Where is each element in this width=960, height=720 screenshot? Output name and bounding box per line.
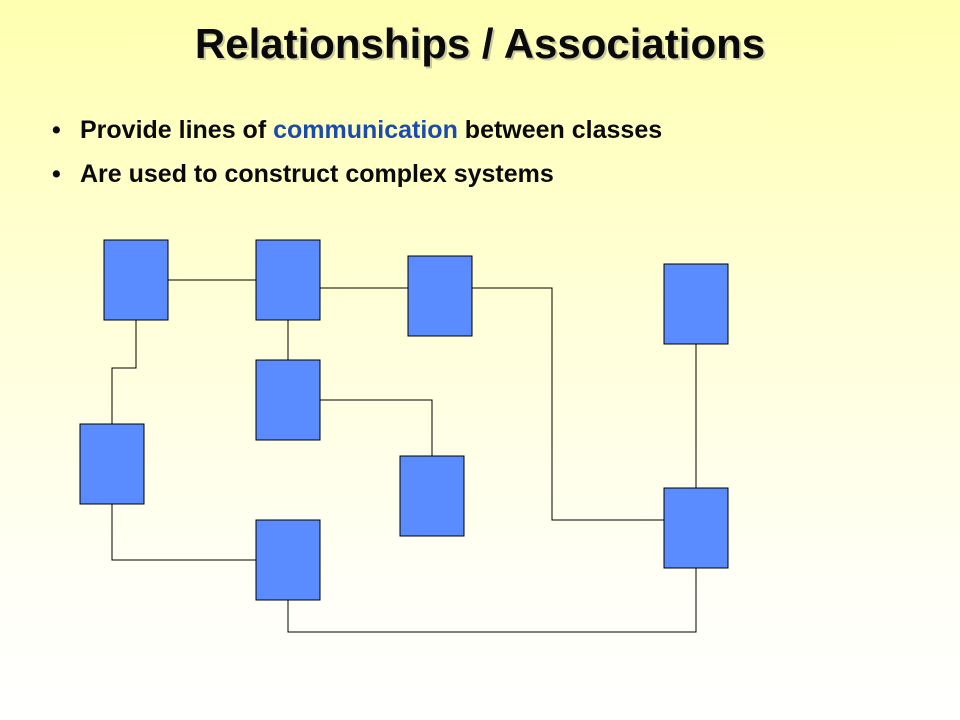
class-box	[103, 239, 169, 321]
class-box	[399, 455, 465, 537]
bullet-text-prefix: Provide lines of	[80, 116, 274, 144]
class-box	[407, 255, 473, 337]
connector-d-g	[111, 504, 256, 561]
connector-a-d	[111, 320, 137, 424]
slide-title: Relationships / Associations	[194, 20, 766, 67]
bullet-dot: •	[52, 160, 61, 188]
class-box	[255, 519, 321, 601]
bullet-list: • Provide lines of communication between…	[48, 108, 662, 196]
connectors	[111, 279, 697, 633]
connector-g-h	[287, 568, 697, 633]
class-boxes	[79, 239, 729, 601]
connector-c-h	[472, 287, 664, 521]
class-box	[255, 239, 321, 321]
class-box	[663, 487, 729, 569]
connector-e-f	[320, 399, 433, 456]
bullet-item-1: • Provide lines of communication between…	[48, 108, 662, 152]
bullet-item-2: • Are used to construct complex systems	[48, 152, 662, 196]
class-box	[79, 423, 145, 505]
bullet-dot: •	[52, 116, 61, 144]
bullet-text-suffix: between classes	[457, 116, 663, 144]
highlighted-word: communication	[273, 116, 458, 144]
class-box	[255, 359, 321, 441]
class-box	[663, 263, 729, 345]
bullet-text: Are used to construct complex systems	[80, 160, 554, 188]
